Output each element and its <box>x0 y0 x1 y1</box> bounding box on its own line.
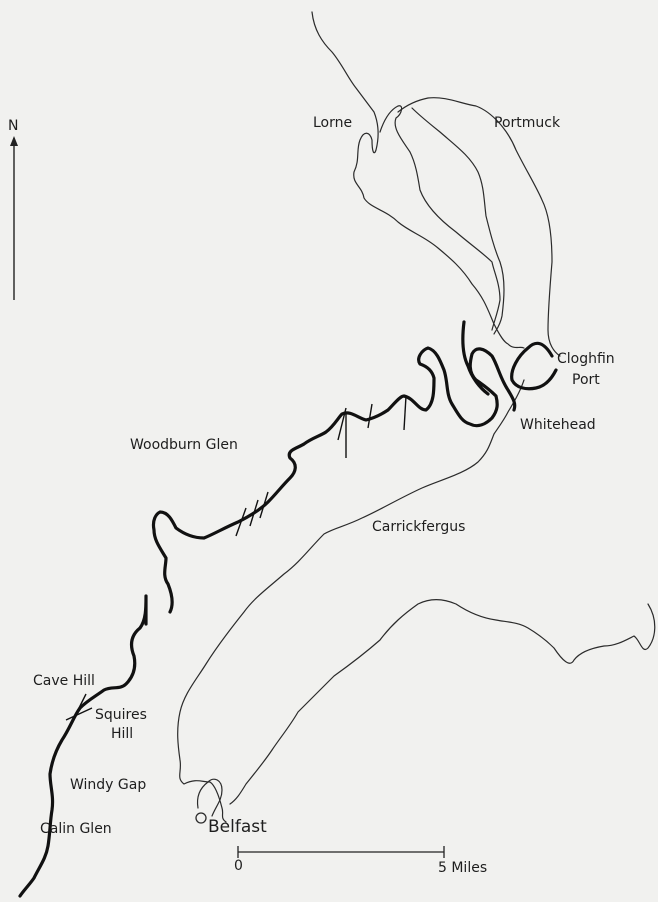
place-cloghfin: Cloghfin <box>557 351 615 367</box>
place-lorne: Lorne <box>313 115 353 131</box>
place-whitehead: Whitehead <box>520 417 596 433</box>
scale-start-label: 0 <box>234 858 243 874</box>
place-squires-hill: Hill <box>111 726 134 742</box>
place-calin-glen: Calin Glen <box>40 821 112 837</box>
coastline-islandmagee-inner <box>411 107 505 335</box>
belfast-marker <box>195 812 207 824</box>
north-label: N <box>8 118 19 134</box>
place-belfast: Belfast <box>208 817 267 837</box>
place-squires: Squires <box>95 707 147 723</box>
place-windy-gap: Windy Gap <box>70 777 147 793</box>
escarpment-line <box>18 320 558 898</box>
coastline-belfast-detail <box>196 778 223 817</box>
coastline-islandmagee-east <box>397 97 561 357</box>
place-cave-hill: Cave Hill <box>33 673 95 689</box>
coastline-lough-south <box>229 598 656 805</box>
route-ticks <box>65 395 407 723</box>
scale-bar <box>237 846 445 858</box>
coastline-lough-north <box>177 379 525 823</box>
coastline-north <box>311 11 525 349</box>
coastline-islandmagee-west <box>379 105 501 331</box>
place-portmuck: Portmuck <box>494 115 561 131</box>
north-arrow <box>10 136 18 300</box>
place-cloghfin-port: Port <box>572 372 600 388</box>
scale-end-label: 5 Miles <box>438 860 488 876</box>
place-woodburn-glen: Woodburn Glen <box>130 437 238 453</box>
place-carrickfergus: Carrickfergus <box>372 519 466 535</box>
